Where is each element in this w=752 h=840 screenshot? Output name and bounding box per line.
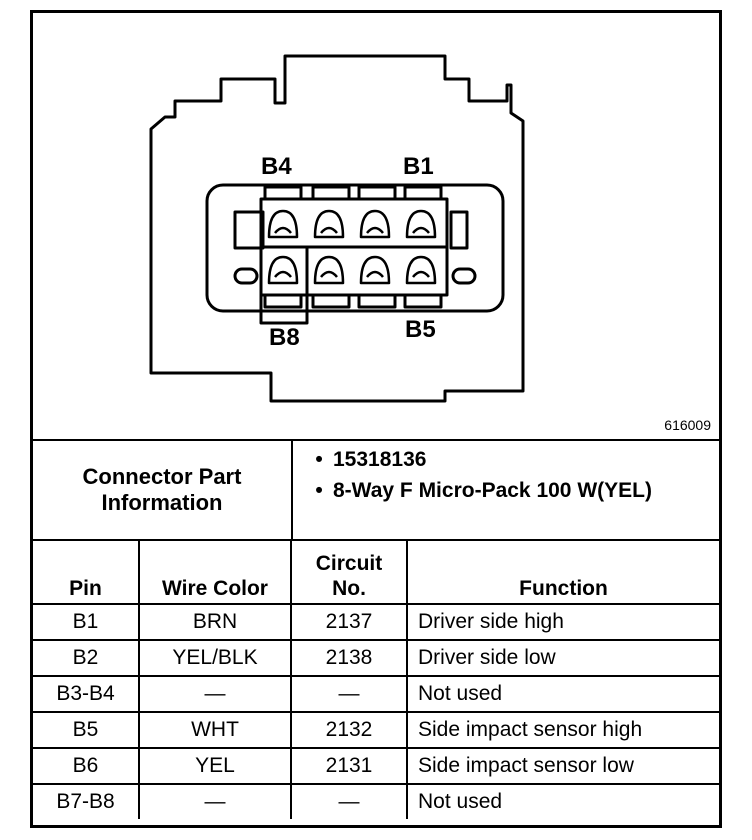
- wire-color-cell: WHT: [138, 711, 292, 749]
- connector-info-list: • 15318136 • 8-Way F Micro-Pack 100 W(YE…: [305, 447, 705, 509]
- pin-label-b4: B4: [261, 153, 292, 180]
- connector-description: 8-Way F Micro-Pack 100 W(YEL): [333, 479, 652, 502]
- connector-part-info: Connector Part Information • 15318136 • …: [33, 441, 719, 541]
- table-row: B5 WHT 2132 Side impact sensor high: [33, 711, 719, 749]
- table-row: B7-B8 — — Not used: [33, 783, 719, 819]
- wire-color-cell: BRN: [138, 603, 292, 641]
- function-cell: Driver side low: [406, 639, 719, 677]
- pin-cell: B7-B8: [33, 783, 140, 819]
- function-cell: Driver side high: [406, 603, 719, 641]
- pin-label-b5: B5: [405, 316, 436, 343]
- bullet-icon: •: [315, 448, 323, 471]
- header-function: Function: [406, 541, 719, 605]
- connector-figure: B4 B1 B8 B5 616009: [33, 13, 719, 441]
- circuit-cell: 2131: [290, 747, 408, 785]
- connector-drawing: [149, 54, 525, 403]
- wire-color-cell: YEL: [138, 747, 292, 785]
- bottom-terminals: [267, 255, 437, 285]
- circuit-cell: 2132: [290, 711, 408, 749]
- function-cell: Side impact sensor high: [406, 711, 719, 749]
- header-circuit-line2: No.: [332, 577, 366, 600]
- connector-info-item: • 15318136: [305, 447, 705, 472]
- left-peg: [233, 267, 259, 285]
- connector-info-heading-line2: Information: [101, 490, 223, 515]
- function-cell: Side impact sensor low: [406, 747, 719, 785]
- header-wire-color: Wire Color: [138, 541, 292, 605]
- pin-cell: B6: [33, 747, 140, 785]
- table-row: B3-B4 — — Not used: [33, 675, 719, 713]
- circuit-cell: —: [290, 783, 408, 819]
- pinout-table: Pin Wire Color Circuit No. Function B1 B…: [33, 541, 719, 819]
- connector-sheet: B4 B1 B8 B5 616009 Connector Part Inform…: [30, 10, 722, 828]
- pin-cell: B1: [33, 603, 140, 641]
- table-row: B1 BRN 2137 Driver side high: [33, 603, 719, 641]
- header-circuit: Circuit No.: [290, 541, 408, 605]
- circuit-cell: 2138: [290, 639, 408, 677]
- right-peg: [451, 267, 477, 285]
- function-cell: Not used: [406, 783, 719, 819]
- connector-info-item: • 8-Way F Micro-Pack 100 W(YEL): [305, 478, 705, 503]
- circuit-cell: 2137: [290, 603, 408, 641]
- pin-label-b1: B1: [403, 153, 434, 180]
- keying-tab: [259, 245, 309, 325]
- wire-color-cell: —: [138, 675, 292, 713]
- connector-housing-outline: [149, 54, 525, 403]
- wire-color-cell: —: [138, 783, 292, 819]
- figure-id: 616009: [664, 417, 711, 433]
- table-row: B6 YEL 2131 Side impact sensor low: [33, 747, 719, 785]
- pin-label-b8: B8: [269, 324, 300, 351]
- connector-info-heading-line1: Connector Part: [82, 464, 242, 489]
- pinout-header-row: Pin Wire Color Circuit No. Function: [33, 541, 719, 605]
- pin-cell: B2: [33, 639, 140, 677]
- header-pin: Pin: [33, 541, 140, 605]
- wire-color-cell: YEL/BLK: [138, 639, 292, 677]
- pin-cell: B3-B4: [33, 675, 140, 713]
- function-cell: Not used: [406, 675, 719, 713]
- connector-info-heading: Connector Part Information: [33, 441, 293, 539]
- table-row: B2 YEL/BLK 2138 Driver side low: [33, 639, 719, 677]
- pin-cell: B5: [33, 711, 140, 749]
- right-latch: [449, 210, 469, 250]
- bullet-icon: •: [315, 479, 323, 502]
- connector-cavity: [205, 183, 505, 313]
- left-latch: [233, 210, 265, 250]
- circuit-cell: —: [290, 675, 408, 713]
- part-number: 15318136: [333, 448, 427, 471]
- top-terminals: [267, 209, 437, 239]
- header-circuit-line1: Circuit: [315, 552, 383, 575]
